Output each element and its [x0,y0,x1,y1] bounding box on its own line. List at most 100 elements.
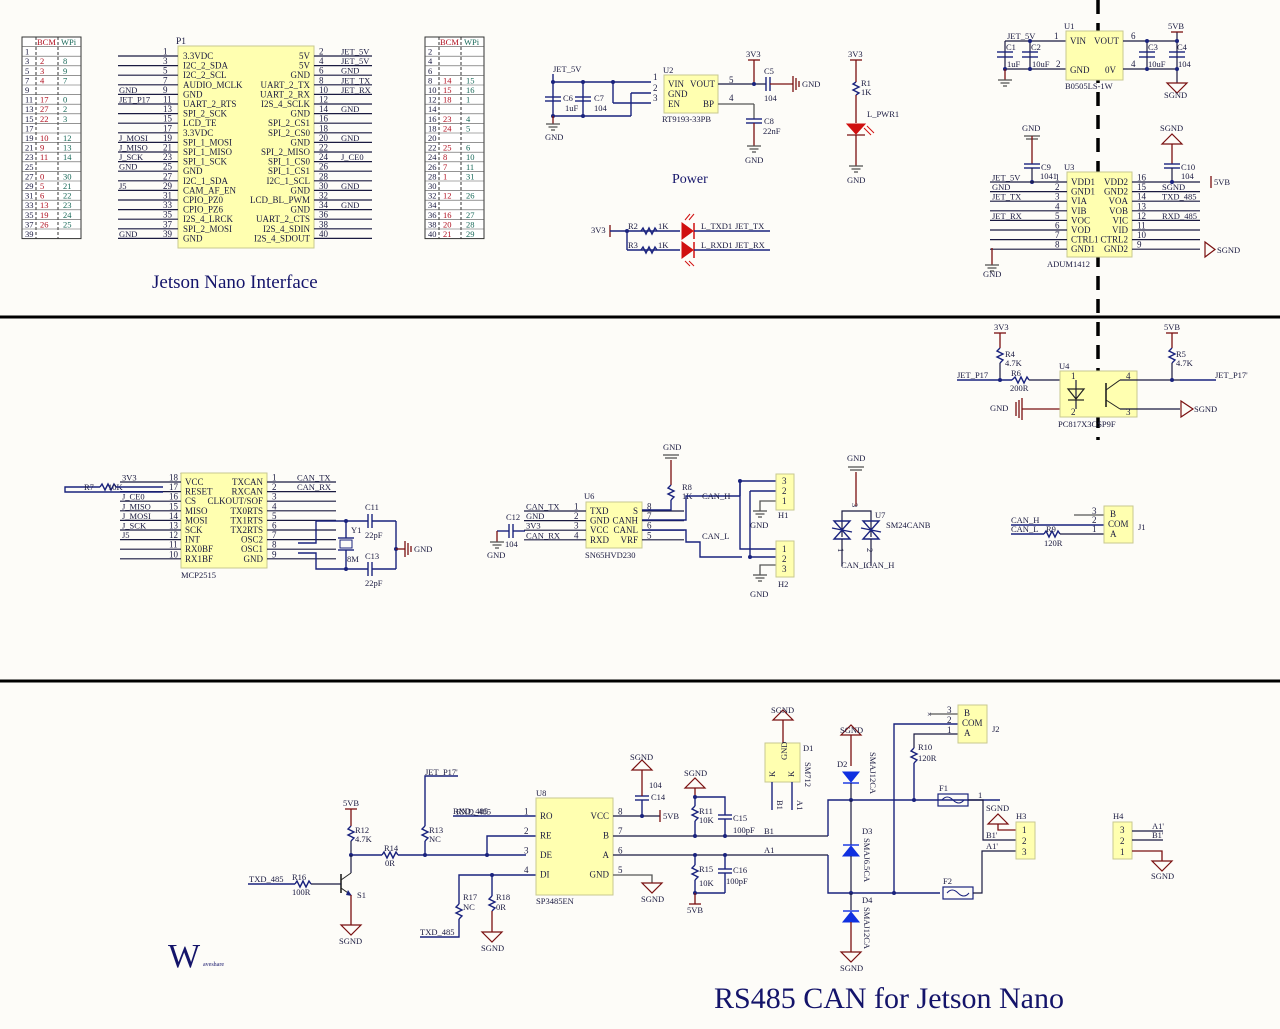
d3-diode-icon [841,845,861,857]
svg-text:A1': A1' [986,841,998,851]
chip-pin-name: DE [540,850,552,860]
gpio-bcm: 9 [40,143,44,153]
svg-text:4: 4 [1131,59,1136,69]
p1-pin-name: GND [291,185,311,195]
gpio-wpi: 25 [63,219,72,229]
chip-pin-num: 7 [647,511,652,521]
chip-pin-name: RXCAN [231,487,263,497]
svg-text:3V3: 3V3 [591,225,606,235]
chip-pin-name: DI [540,870,550,880]
p1-pin-num: 38 [319,219,329,229]
gpio-pin: 3 [25,56,29,66]
gpio-pin: 37 [25,219,34,229]
gpio-wpi: 26 [466,191,475,201]
svg-text:R4: R4 [1005,349,1016,359]
chip-pin-num: 15 [1137,182,1147,192]
p1-pin-name: UART_2_CTS [256,214,310,224]
svg-text:SGND: SGND [1217,245,1240,255]
p1-pin-num: 17 [163,123,173,133]
p1-pin-num: 6 [319,66,324,76]
p1-pin-num: 35 [163,210,173,220]
chip-pin-name: GND1 [1071,244,1095,254]
c8-val: 22nF [763,126,781,136]
svg-text:4: 4 [1126,371,1131,381]
svg-text:EN: EN [668,99,680,109]
p1-pin-num: 2 [319,47,324,57]
svg-text:3: 3 [782,564,787,574]
p1-pin-name: I2S_4_LRCK [183,214,234,224]
svg-text:104: 104 [1181,171,1195,181]
p1-pin-name: LCD_BL_PWM [250,195,310,205]
chip-pin-name: VIC [1113,215,1129,225]
net-label: 3V3 [526,521,541,531]
svg-text:J1: J1 [1138,522,1146,532]
p1-net-label: JET_5V [341,47,370,57]
chip-pin-name: B [603,831,609,841]
svg-text:R7: R7 [84,482,94,492]
gpio-wpi: 10 [466,152,475,162]
svg-text:SGND: SGND [339,936,362,946]
svg-text:C2: C2 [1031,42,1041,52]
gpio-wpi: 3 [63,114,67,124]
svg-text:R12: R12 [355,825,369,835]
net-label: J_MOSI [122,511,151,521]
net-label: JET_TX [992,192,1021,202]
p1-pin-name: I2S_4_SDIN [263,224,311,234]
p1-pin-name: I2C_1_SDA [183,176,229,186]
gpio-row: 34 [428,200,437,210]
svg-text:GND: GND [663,442,681,452]
net-label: J5 [122,530,130,540]
p1-pin-num: 20 [319,133,329,143]
r2-val: 1K [658,221,669,231]
svg-text:A: A [1110,529,1117,539]
p1-net-label: GND [341,104,359,114]
d1-body [764,742,801,783]
net-label: JET_5V [992,173,1021,183]
p1-pin-num: 30 [319,181,329,191]
svg-text:C9: C9 [1041,162,1051,172]
svg-text:MCP2515: MCP2515 [181,570,216,580]
net-label: CAN_RX [526,530,560,540]
svg-text:ADUM1412: ADUM1412 [1047,259,1090,269]
svg-text:SGND: SGND [1164,90,1187,100]
chip-pin-num: 5 [272,511,277,521]
c5-val: 104 [764,93,778,103]
chip-pin-name: TX2RTS [231,525,263,535]
svg-text:3: 3 [1092,506,1097,516]
svg-text:3: 3 [782,476,787,486]
gpio-bcm: 25 [443,143,452,153]
p1-net-label: GND [119,162,137,172]
gpio-row: 30 [428,181,437,191]
svg-text:SGND: SGND [481,943,504,953]
svg-text:100pF: 100pF [733,825,755,835]
svg-text:A1: A1 [764,845,774,855]
tx-led-icon [681,222,694,240]
p1-pin-name: 3.3VDC [183,128,213,138]
p1-net-label: JET_P17 [119,95,150,105]
u1-body [1065,30,1124,81]
svg-text:U1: U1 [1064,21,1074,31]
net-label: CAN_TX [526,502,560,512]
svg-text:U7: U7 [875,510,885,520]
svg-text:1: 1 [653,72,658,82]
gpio-bcm: 27 [40,104,49,114]
chip-pin-name: VOA [1109,196,1129,206]
gpio-pin: 8 [428,75,432,85]
svg-text:H3: H3 [1016,811,1026,821]
section-title-power: Power [672,172,708,187]
svg-text:SGND: SGND [684,768,707,778]
chip-pin-name: RXD [590,535,610,545]
gpio-bcm: 14 [443,75,452,85]
chip-pin-num: 12 [1137,211,1146,221]
gpio-bcm: 5 [40,181,44,191]
svg-text:0R: 0R [496,902,506,912]
p1-pin-name: SPI_1_CS0 [268,157,311,167]
c8-ref: C8 [764,116,774,126]
chip-pin-num: 14 [169,511,179,521]
p1-pin-num: 9 [163,85,168,95]
